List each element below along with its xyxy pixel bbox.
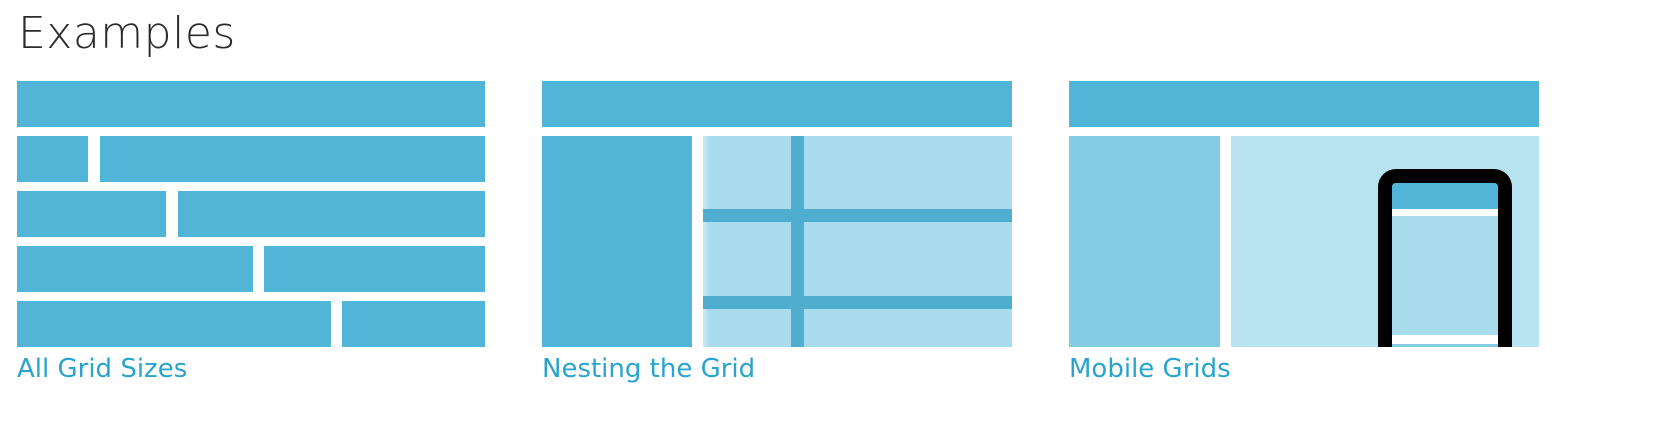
phone-screen-footer xyxy=(1392,344,1498,347)
example-all-grid-sizes-thumbnail[interactable] xyxy=(17,81,487,347)
grid-cell xyxy=(17,301,331,347)
phone-screen-gap xyxy=(1392,209,1498,216)
nested-grid xyxy=(703,136,1012,347)
grid-cell xyxy=(264,246,485,292)
grid-row-full xyxy=(1069,81,1539,127)
grid-cell xyxy=(17,136,88,182)
phone-screen-header xyxy=(1392,183,1498,209)
example-mobile-grids-link[interactable]: Mobile Grids xyxy=(1069,354,1231,384)
grid-cell xyxy=(178,191,485,237)
example-nesting-grid-link[interactable]: Nesting the Grid xyxy=(542,354,756,384)
phone-screen-gap xyxy=(1392,335,1498,344)
section-heading: Examples xyxy=(18,8,236,59)
nested-grid-shadow xyxy=(703,136,709,347)
grid-sidebar xyxy=(542,136,692,347)
nested-grid-row-divider xyxy=(703,209,1012,222)
grid-row-full xyxy=(17,81,485,127)
grid-cell xyxy=(100,136,485,182)
grid-cell xyxy=(17,191,166,237)
grid-row-full xyxy=(542,81,1012,127)
nested-grid-row-divider xyxy=(703,296,1012,309)
grid-cell xyxy=(342,301,485,347)
grid-sidebar xyxy=(1069,136,1220,347)
example-nesting-grid-thumbnail[interactable] xyxy=(542,81,1012,347)
example-mobile-grids-thumbnail[interactable] xyxy=(1069,81,1539,347)
grid-cell xyxy=(17,246,253,292)
nested-grid-column-divider xyxy=(791,136,804,347)
example-all-grid-sizes-link[interactable]: All Grid Sizes xyxy=(17,354,188,384)
grid-main xyxy=(1231,136,1539,347)
phone-icon xyxy=(1378,169,1512,347)
